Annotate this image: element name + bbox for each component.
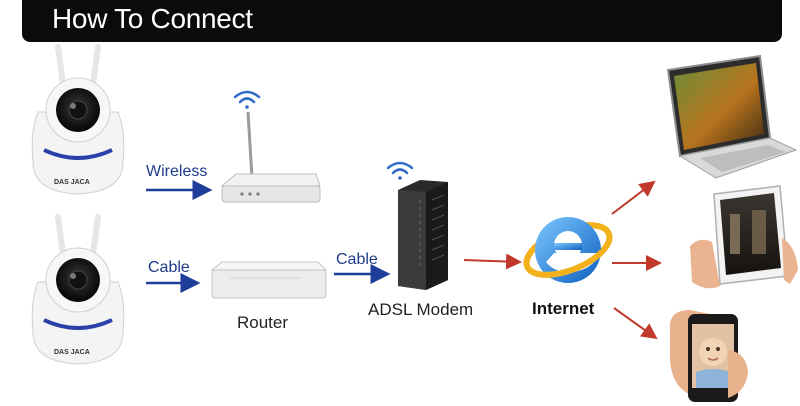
smartphone-icon: [669, 310, 748, 402]
page-title: How To Connect: [52, 3, 253, 34]
camera-icon: DAS JACA: [31, 214, 125, 365]
cable-label-mid: Cable: [336, 251, 378, 268]
internet-laptop-arrow: [611, 180, 656, 215]
camera-icon: DAS JACA: [31, 44, 125, 195]
wifi-icon: [386, 161, 414, 180]
switch-icon: [210, 261, 328, 299]
internet-explorer-icon: [523, 217, 613, 283]
wireless-label: Wireless: [146, 163, 207, 180]
internet-phone-arrow: [613, 307, 658, 340]
tablet-icon: [690, 185, 798, 289]
cable-label-left: Cable: [148, 259, 190, 276]
router-icon: [220, 111, 321, 203]
title-bar: How To Connect: [22, 0, 782, 42]
wifi-icon: [233, 90, 261, 109]
camera-brand-label: DAS JACA: [54, 179, 90, 186]
modem-internet-arrow: [463, 253, 522, 270]
internet-label: Internet: [532, 299, 595, 318]
adsl-modem-label: ADSL Modem: [368, 300, 473, 319]
router-label: Router: [237, 313, 288, 332]
laptop-icon: [666, 54, 798, 179]
adsl-modem-icon: [398, 180, 448, 290]
camera-brand-label: DAS JACA: [54, 349, 90, 356]
